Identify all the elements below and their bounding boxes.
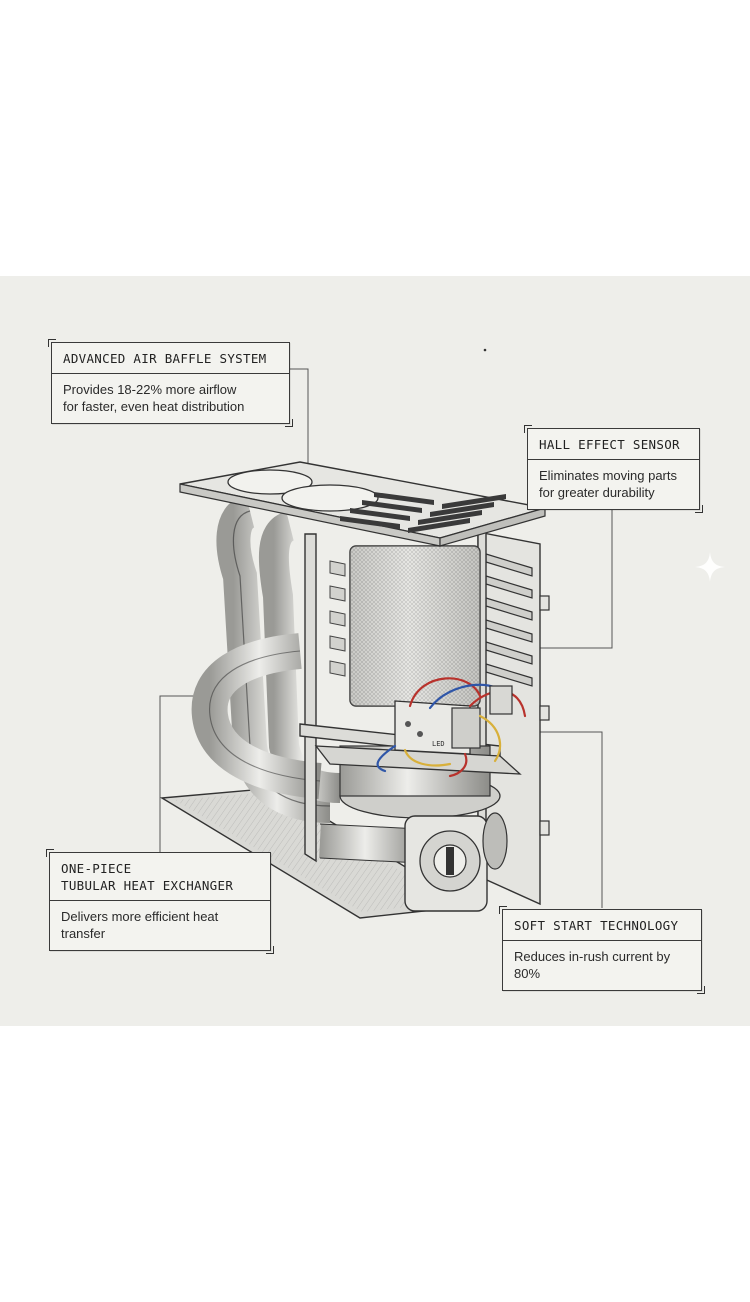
callout-soft-start: SOFT START TECHNOLOGY Reduces in-rush cu… xyxy=(499,906,705,994)
callout-heat-exchanger-title: ONE-PIECE TUBULAR HEAT EXCHANGER xyxy=(50,853,270,901)
callout-hall-sensor-desc: Eliminates moving parts for greater dura… xyxy=(539,468,677,500)
ink-dot xyxy=(483,348,487,352)
callout-heat-exchanger: ONE-PIECE TUBULAR HEAT EXCHANGER Deliver… xyxy=(46,849,274,954)
diagram-canvas: LED xyxy=(0,276,750,1026)
callout-hall-sensor: HALL EFFECT SENSOR Eliminates moving par… xyxy=(524,425,703,513)
board-led-label: LED xyxy=(432,740,445,748)
callout-soft-start-desc: Reduces in-rush current by 80% xyxy=(514,949,671,981)
sparkle-icon xyxy=(695,552,725,582)
callout-heat-exchanger-desc: Delivers more efficient heat transfer xyxy=(61,909,219,941)
callout-hall-sensor-title: HALL EFFECT SENSOR xyxy=(528,429,699,460)
callout-soft-start-title: SOFT START TECHNOLOGY xyxy=(503,910,701,941)
inducer-motor xyxy=(404,812,508,912)
blower-housing xyxy=(329,545,501,819)
callout-air-baffle-title: ADVANCED AIR BAFFLE SYSTEM xyxy=(52,343,289,374)
callout-air-baffle-desc: Provides 18-22% more airflow for faster,… xyxy=(63,382,245,414)
furnace-illustration: LED xyxy=(159,348,613,919)
top-panel xyxy=(179,461,546,547)
control-board: LED xyxy=(376,677,527,778)
callout-air-baffle: ADVANCED AIR BAFFLE SYSTEM Provides 18-2… xyxy=(48,339,293,427)
